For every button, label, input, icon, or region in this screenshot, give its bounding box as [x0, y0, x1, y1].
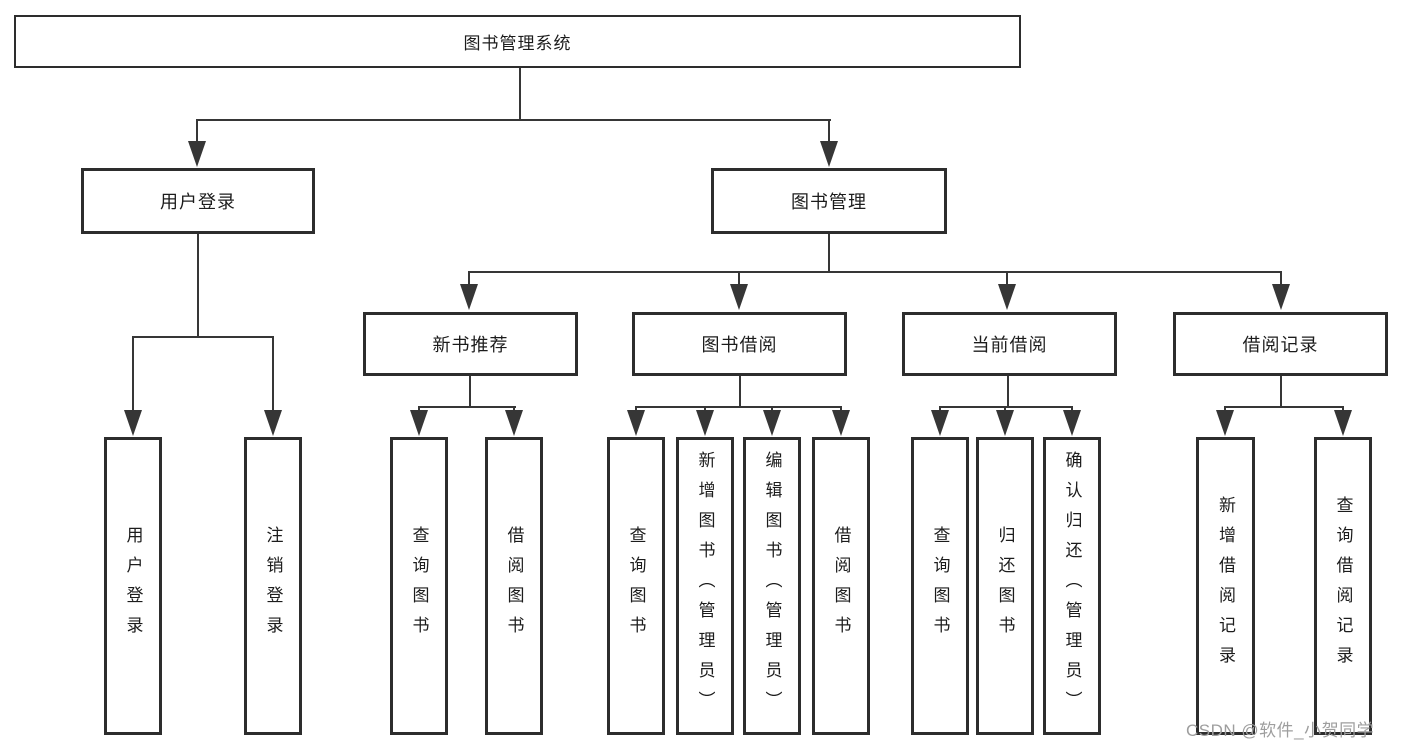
- node-label: 归还图书: [995, 526, 1015, 646]
- connector-current-drop-1: [939, 406, 941, 412]
- connector-borrow-drop-3: [771, 406, 773, 412]
- arrow-down-icon: [1216, 410, 1234, 436]
- node-label: 新增图书（管理员）: [695, 451, 715, 721]
- connector-records-drop-1: [1224, 406, 1226, 412]
- node-current-borrow: 当前借阅: [902, 312, 1117, 376]
- leaf-logout: 注销登录: [244, 437, 302, 735]
- node-label: 查询图书: [626, 526, 646, 646]
- connector-records-bar: [1224, 406, 1344, 408]
- arrow-down-icon: [820, 141, 838, 167]
- leaf-add-books-admin: 新增图书（管理员）: [676, 437, 734, 735]
- leaf-query-books-borrow: 查询图书: [607, 437, 665, 735]
- arrow-down-icon: [931, 410, 949, 436]
- leaf-edit-books-admin: 编辑图书（管理员）: [743, 437, 801, 735]
- connector-root-stem: [519, 68, 521, 120]
- connector-login-drop-2: [272, 336, 274, 412]
- connector-current-stem: [1007, 375, 1009, 407]
- node-label: 查询借阅记录: [1333, 496, 1353, 676]
- arrow-down-icon: [1334, 410, 1352, 436]
- connector-records-drop-2: [1342, 406, 1344, 412]
- node-label: 用户登录: [123, 526, 143, 646]
- arrow-down-icon: [460, 284, 478, 310]
- connector-level3-drop-2: [738, 271, 740, 286]
- node-label: 借阅记录: [1242, 335, 1319, 355]
- connector-borrow-drop-1: [635, 406, 637, 412]
- arrow-down-icon: [1063, 410, 1081, 436]
- arrow-down-icon: [410, 410, 428, 436]
- connector-level2-bar: [197, 119, 831, 121]
- arrow-down-icon: [763, 410, 781, 436]
- node-book-management: 图书管理: [711, 168, 947, 234]
- arrow-down-icon: [505, 410, 523, 436]
- node-new-book-recommend: 新书推荐: [363, 312, 578, 376]
- connector-mgmt-stem: [828, 234, 830, 272]
- connector-level2-drop-right: [828, 119, 830, 145]
- arrow-down-icon: [264, 410, 282, 436]
- node-label: 图书管理: [791, 192, 867, 212]
- node-label: 图书借阅: [701, 335, 778, 355]
- connector-recommend-drop-2: [513, 406, 515, 412]
- node-label: 图书管理系统: [463, 34, 572, 53]
- leaf-query-borrow-record: 查询借阅记录: [1314, 437, 1372, 735]
- leaf-borrow-books: 借阅图书: [812, 437, 870, 735]
- node-label: 借阅图书: [504, 526, 524, 646]
- connector-login-stem: [197, 234, 199, 337]
- node-label: 新增借阅记录: [1216, 496, 1235, 676]
- connector-login-bar: [132, 336, 274, 338]
- connector-current-drop-3: [1071, 406, 1073, 412]
- connector-login-drop-1: [132, 336, 134, 412]
- node-label: 确认归还（管理员）: [1062, 451, 1082, 721]
- connector-borrow-drop-2: [704, 406, 706, 412]
- leaf-user-login: 用户登录: [104, 437, 162, 735]
- node-label: 查询图书: [930, 526, 950, 646]
- arrow-down-icon: [998, 284, 1016, 310]
- node-label: 新书推荐: [432, 335, 509, 355]
- node-user-login: 用户登录: [81, 168, 315, 234]
- connector-recommend-bar: [418, 406, 516, 408]
- connector-current-drop-2: [1004, 406, 1006, 412]
- arrow-down-icon: [696, 410, 714, 436]
- connector-current-bar: [939, 406, 1073, 408]
- arrow-down-icon: [124, 410, 142, 436]
- node-label: 借阅图书: [831, 526, 851, 646]
- arrow-down-icon: [188, 141, 206, 167]
- node-label: 查询图书: [409, 526, 429, 646]
- leaf-return-books: 归还图书: [976, 437, 1034, 735]
- node-library-management-system: 图书管理系统: [14, 15, 1021, 68]
- leaf-query-books-recommend: 查询图书: [390, 437, 448, 735]
- node-label: 编辑图书（管理员）: [762, 451, 782, 721]
- connector-recommend-stem: [469, 375, 471, 407]
- leaf-add-borrow-record: 新增借阅记录: [1196, 437, 1255, 735]
- connector-recommend-drop-1: [418, 406, 420, 412]
- connector-borrow-drop-4: [840, 406, 842, 412]
- connector-borrow-stem: [739, 375, 741, 407]
- connector-level3-bar: [468, 271, 1282, 273]
- arrow-down-icon: [627, 410, 645, 436]
- arrow-down-icon: [996, 410, 1014, 436]
- csdn-watermark: CSDN @软件_小贺同学: [1186, 721, 1375, 740]
- leaf-borrow-books-recommend: 借阅图书: [485, 437, 543, 735]
- node-book-borrow: 图书借阅: [632, 312, 847, 376]
- connector-level3-drop-1: [468, 271, 470, 286]
- node-borrow-records: 借阅记录: [1173, 312, 1388, 376]
- arrow-down-icon: [832, 410, 850, 436]
- leaf-query-books-current: 查询图书: [911, 437, 969, 735]
- connector-level3-drop-4: [1280, 271, 1282, 286]
- connector-records-stem: [1280, 375, 1282, 407]
- leaf-confirm-return-admin: 确认归还（管理员）: [1043, 437, 1101, 735]
- node-label: 用户登录: [160, 192, 236, 212]
- node-label: 当前借阅: [971, 335, 1048, 355]
- arrow-down-icon: [1272, 284, 1290, 310]
- arrow-down-icon: [730, 284, 748, 310]
- connector-level2-drop-left: [196, 119, 198, 145]
- node-label: 注销登录: [263, 526, 283, 646]
- connector-level3-drop-3: [1006, 271, 1008, 286]
- connector-borrow-bar: [635, 406, 842, 408]
